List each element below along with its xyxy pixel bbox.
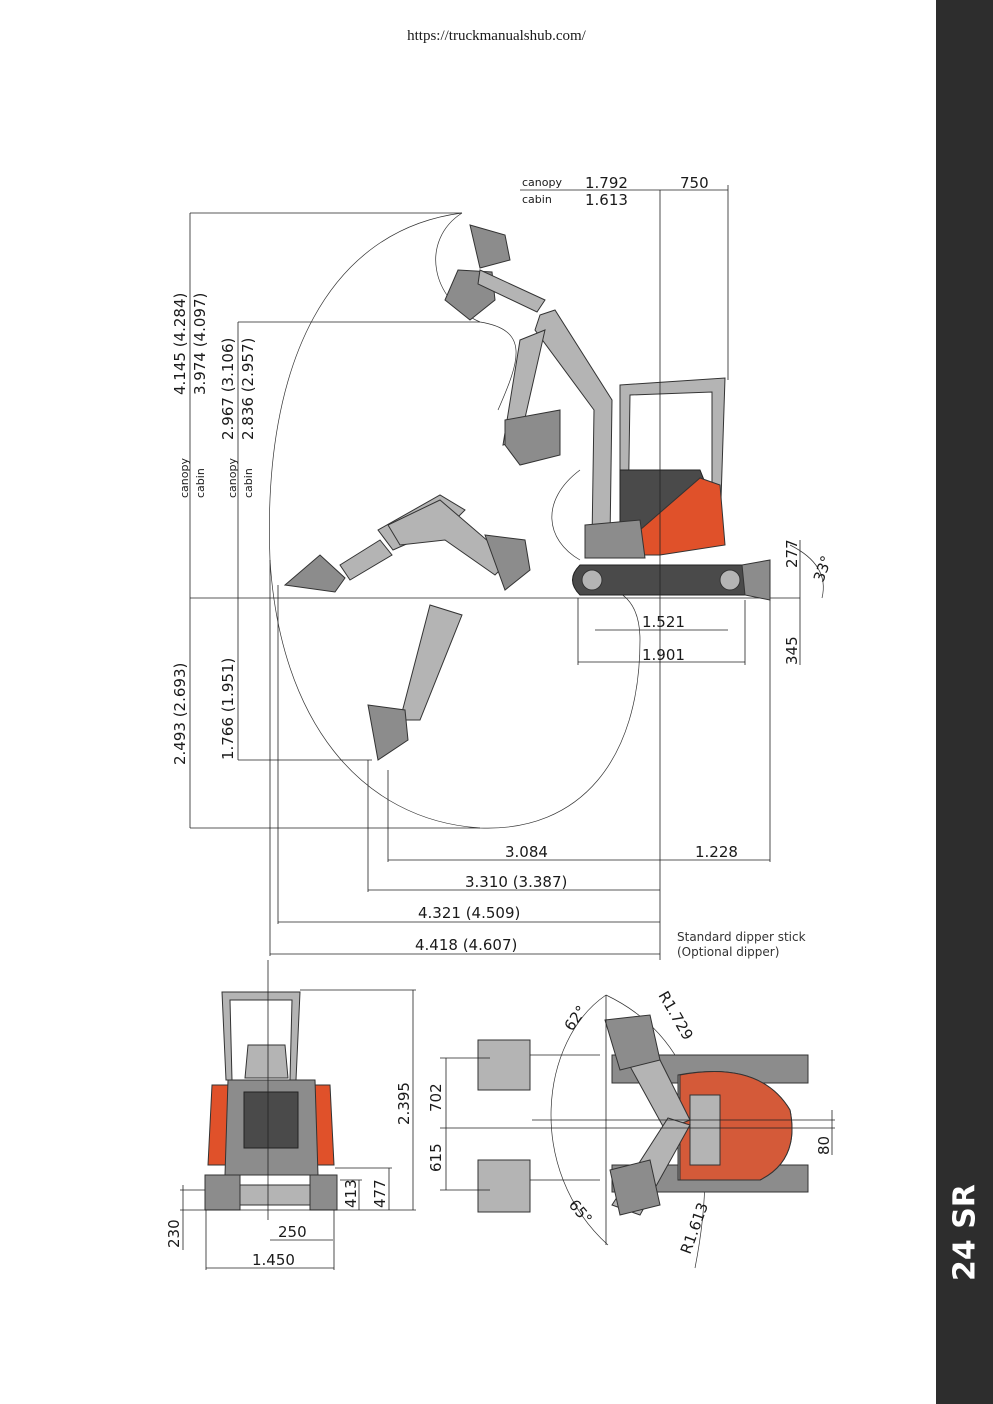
canopy-label-left1: canopy [178,458,191,498]
dim-blade-angle: 33° [810,553,836,584]
dim-dump-height: 2.967 (3.106) [219,338,237,440]
cabin-label-left2: cabin [242,468,255,498]
digging-arm [367,604,463,761]
working-range-envelope [269,212,641,829]
dim-dig-depth-vertical: 1.766 (1.951) [219,658,237,760]
dim-track-length: 1.521 [642,613,685,631]
dim-reach-4418: 4.418 (4.607) [415,936,517,954]
dim-front-477: 477 [371,1179,389,1208]
dim-front-width: 1.450 [252,1251,295,1269]
dim-front-height: 2.395 [395,1082,413,1125]
front-view: 2.395 477 413 230 250 1.450 [165,960,416,1270]
top-view: 62° 65° R1.729 R1.613 702 615 80 [427,988,835,1269]
dim-angle-left: 62° [561,1002,591,1034]
cabin-label-left1: cabin [194,468,207,498]
excavator-body [572,377,771,601]
dim-radius-1: R1.729 [655,988,697,1043]
dim-offset-702: 702 [427,1083,445,1112]
dim-front-230: 230 [165,1219,183,1248]
dim-top-cabin: 1.613 [585,191,628,209]
dim-top-right: 750 [680,174,709,192]
sidebar: 24 SR [936,0,993,1404]
dim-blade-up: 277 [783,539,801,568]
dim-radius-2: R1.613 [677,1200,712,1256]
dim-offset-615: 615 [427,1143,445,1172]
dim-blade-down: 345 [783,636,801,665]
dim-max-height-cabin: 3.974 (4.097) [191,293,209,395]
dim-front-413: 413 [342,1179,360,1208]
page-url: https://truckmanualshub.com/ [407,28,586,44]
note-optional-dipper: (Optional dipper) [677,945,779,959]
dim-dig-depth: 2.493 (2.693) [171,663,189,765]
dim-reach-3310: 3.310 (3.387) [465,873,567,891]
dim-reach-3084: 3.084 [505,843,548,861]
dim-dump-height-cabin: 2.836 (2.957) [239,338,257,440]
main-boom [502,309,613,541]
cabin-label-top: cabin [522,193,552,206]
dim-front-250: 250 [278,1223,307,1241]
dim-max-height: 4.145 (4.284) [171,293,189,395]
dim-offset-80: 80 [815,1136,833,1155]
raised-arm-top [444,224,546,321]
dim-reach-4321: 4.321 (4.509) [418,904,520,922]
note-standard-dipper: Standard dipper stick [677,930,806,944]
dim-top-canopy: 1.792 [585,174,628,192]
canopy-label-top: canopy [522,176,562,189]
canopy-label-left2: canopy [226,458,239,498]
extended-arm-2 [387,499,531,591]
dim-undercarriage-length: 1.901 [642,646,685,664]
side-view: canopy cabin 1.792 1.613 750 4.145 (4.28… [171,174,836,960]
dim-angle-right: 65° [565,1196,596,1228]
dim-reach-1228: 1.228 [695,843,738,861]
